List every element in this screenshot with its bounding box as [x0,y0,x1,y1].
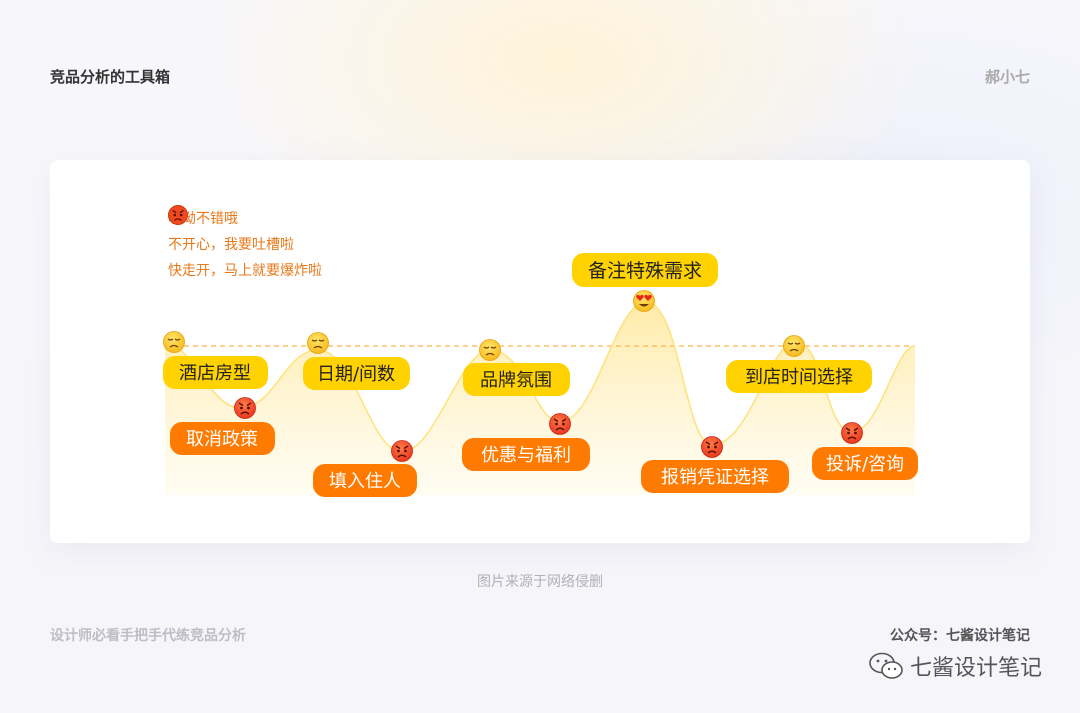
angry-emoji-icon [233,396,257,420]
node-brand-atmosphere: 品牌氛围 [463,363,570,396]
node-label: 品牌氛围 [480,370,552,391]
node-label: 日期/间数 [317,364,395,385]
angry-emoji-icon [840,421,864,445]
node-label: 优惠与福利 [481,445,571,466]
angry-emoji-icon [390,439,414,463]
node-label: 取消政策 [186,429,258,450]
sad-emoji-icon [478,338,502,362]
node-date-rooms: 日期/间数 [303,357,410,390]
node-label: 报销凭证选择 [661,467,769,488]
sad-emoji-icon [782,334,806,358]
legend-label: 不开心，我要吐槽啦 [168,237,294,253]
angry-emoji-icon [168,205,188,225]
wechat-icon [869,652,903,679]
legend-item: 不开心，我要吐槽啦 [168,205,322,257]
node-hotel-room-type: 酒店房型 [163,356,268,389]
watermark-text: 七酱设计笔记 [909,656,1042,681]
footer-series-title: 设计师必看手把手代练竞品分析 [50,628,246,644]
node-fill-guest: 填入住人 [313,464,417,497]
node-receipt-selection: 报销凭证选择 [641,460,789,493]
node-label: 到店时间选择 [745,367,853,388]
journey-map-diagram: 酒店房型 取消政策 日期/间数 填入住人 品牌氛围 优惠与福利 备注特殊需求 [162,253,918,497]
sad-emoji-icon [162,330,186,354]
legend-label: 快走开，马上就要爆炸啦 [168,263,322,279]
node-label: 投诉/咨询 [826,454,904,475]
legend-item: 哎呦不错哦 [168,205,322,231]
page-title: 竞品分析的工具箱 [50,68,171,86]
sad-emoji-icon [306,331,330,355]
footer-account-name: 公众号：七酱设计笔记 [890,628,1030,644]
journey-map-card: 酒店房型 取消政策 日期/间数 填入住人 品牌氛围 优惠与福利 备注特殊需求 [50,160,1030,543]
journey-area-fill [165,302,915,495]
heart-eyes-emoji-icon [633,290,655,312]
node-arrival-time: 到店时间选择 [726,360,872,393]
node-complaint-inquiry: 投诉/咨询 [812,447,918,480]
image-caption: 图片来源于网络侵删 [477,574,603,590]
angry-emoji-icon [548,412,572,436]
node-cancel-policy: 取消政策 [170,422,275,455]
node-discount-benefits: 优惠与福利 [462,438,590,471]
node-label: 填入住人 [329,471,401,492]
author-name: 郝小七 [984,68,1030,86]
angry-emoji-icon [700,435,724,459]
node-special-requests: 备注特殊需求 [572,253,718,287]
watermark: 七酱设计笔记 [868,650,1042,682]
node-label: 备注特殊需求 [588,260,702,282]
emoji-legend: 哎呦不错哦 不开心，我要吐槽啦 快走开，马上就要爆炸啦 [168,205,322,283]
node-label: 酒店房型 [179,363,251,384]
legend-item: 快走开，马上就要爆炸啦 [168,205,322,283]
